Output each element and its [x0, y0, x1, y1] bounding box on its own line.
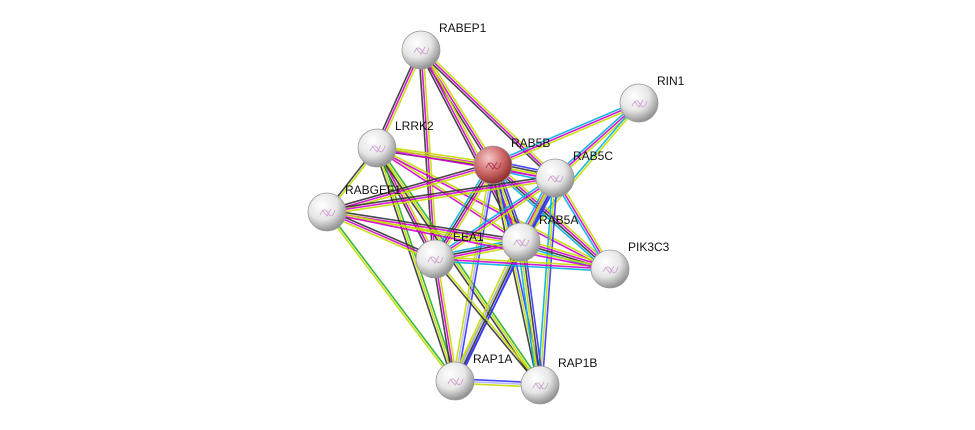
- protein-structure-icon: [631, 99, 648, 108]
- evidence-line-textmining: [493, 104, 641, 168]
- edge-rab5c-eea1[interactable]: [433, 175, 557, 262]
- edge-lrrk2-pik3c3[interactable]: [376, 146, 611, 271]
- evidence-line-coexpression: [432, 259, 454, 382]
- evidence-line-textmining: [376, 147, 456, 382]
- edge-eea1-pik3c3[interactable]: [434, 256, 611, 272]
- evidence-line-homology: [541, 178, 558, 386]
- evidence-line-experiments: [326, 177, 556, 213]
- node-label: RAB5C: [573, 149, 613, 163]
- evidence-line-database: [537, 177, 554, 385]
- node-label: RAP1B: [558, 356, 597, 370]
- evidence-line-experiments: [420, 49, 556, 179]
- evidence-line-database: [434, 260, 610, 272]
- node-label: RAB5A: [539, 213, 578, 227]
- protein-structure-icon: [369, 144, 386, 153]
- node-label: RIN1: [657, 74, 685, 88]
- edge-rab5b-rap1a[interactable]: [452, 164, 496, 382]
- evidence-line-cooccurrence: [454, 164, 494, 382]
- evidence-line-neighborhood: [378, 146, 543, 385]
- protein-structure-icon: [513, 238, 530, 247]
- evidence-line-experiments: [376, 148, 610, 271]
- evidence-line-textmining: [325, 212, 455, 383]
- node-lrrk2[interactable]: LRRK2: [357, 119, 434, 168]
- protein-structure-icon: [547, 174, 564, 183]
- evidence-line-coexpression: [327, 209, 437, 258]
- evidence-line-database: [519, 101, 639, 242]
- evidence-line-textmining: [436, 258, 458, 381]
- node-rin1[interactable]: RIN1: [619, 74, 685, 123]
- edge-rabgef1-pik3c3[interactable]: [326, 210, 611, 271]
- evidence-line-coexpression: [326, 175, 555, 211]
- evidence-line-textmining: [327, 210, 611, 269]
- node-rap1a[interactable]: RAP1A: [435, 352, 512, 401]
- node-rap1b[interactable]: RAP1B: [520, 356, 597, 405]
- evidence-line-database: [433, 175, 555, 258]
- edge-rin1-rab5b[interactable]: [491, 100, 641, 168]
- evidence-line-coexpression: [418, 51, 555, 181]
- protein-structure-icon: [447, 377, 464, 386]
- edge-rabgef1-rap1a[interactable]: [325, 210, 457, 383]
- evidence-line-textmining: [435, 257, 542, 385]
- evidence-line-textmining: [327, 179, 556, 215]
- node-label: EEA1: [453, 230, 484, 244]
- evidence-line-coexpression: [433, 259, 540, 387]
- evidence-line-experiments: [434, 177, 556, 260]
- edge-eea1-rap1b[interactable]: [433, 257, 542, 387]
- node-rab5c[interactable]: RAB5C: [535, 149, 613, 198]
- edge-rin1-rab5a[interactable]: [519, 101, 641, 244]
- protein-structure-icon: [532, 381, 549, 390]
- evidence-line-coexpression: [326, 162, 493, 211]
- node-rabep1[interactable]: RABEP1: [401, 21, 487, 70]
- node-label: LRRK2: [395, 119, 434, 133]
- evidence-line-experiments: [434, 258, 611, 270]
- edge-eea1-rabgef1[interactable]: [325, 209, 437, 262]
- node-pik3c3[interactable]: PIK3C3: [590, 240, 670, 289]
- node-label: RAP1A: [473, 352, 512, 366]
- evidence-line-homology: [523, 241, 545, 385]
- evidence-line-coexpression: [374, 148, 454, 382]
- protein-structure-icon: [485, 161, 502, 170]
- evidence-line-experiments: [434, 258, 456, 382]
- node-rab5a[interactable]: RAB5A: [501, 213, 578, 262]
- evidence-line-textmining: [422, 48, 496, 165]
- evidence-line-coexpression: [490, 165, 539, 386]
- evidence-line-coexpression: [491, 165, 610, 271]
- protein-structure-icon: [319, 208, 336, 217]
- evidence-line-experiments: [326, 211, 436, 260]
- evidence-line-textmining: [435, 179, 557, 262]
- evidence-line-coexpression: [327, 209, 522, 241]
- evidence-line-textmining: [539, 177, 556, 386]
- edge-rab5c-rabgef1[interactable]: [326, 175, 556, 215]
- evidence-line-textmining: [452, 164, 492, 381]
- evidence-line-experiments: [326, 164, 494, 213]
- protein-structure-icon: [602, 265, 619, 274]
- node-eea1[interactable]: EEA1: [415, 230, 484, 279]
- evidence-line-neighborhood: [327, 210, 457, 381]
- protein-structure-icon: [427, 255, 444, 264]
- node-rabgef1[interactable]: RABGEF1: [307, 183, 401, 232]
- evidence-line-textmining: [421, 47, 558, 177]
- evidence-line-coexpression: [374, 148, 434, 261]
- node-rab5b[interactable]: RAB5B: [473, 136, 550, 185]
- node-label: RAB5B: [511, 136, 550, 150]
- evidence-line-experiments: [326, 212, 610, 271]
- evidence-line-textmining: [377, 146, 611, 269]
- protein-structure-icon: [413, 46, 430, 55]
- node-label: RABEP1: [439, 21, 487, 35]
- evidence-line-homology: [457, 243, 525, 383]
- evidence-line-textmining: [325, 213, 435, 262]
- edge-eea1-rap1a[interactable]: [432, 258, 458, 382]
- edge-rabep1-rab5c[interactable]: [418, 47, 558, 181]
- evidence-line-homology: [456, 165, 496, 382]
- evidence-line-textmining: [521, 103, 641, 244]
- evidence-line-textmining: [435, 256, 611, 268]
- node-label: PIK3C3: [628, 240, 670, 254]
- evidence-line-database: [491, 100, 639, 164]
- evidence-line-textmining: [377, 145, 494, 164]
- evidence-line-experiments: [492, 102, 640, 166]
- edge-rab5c-rap1b[interactable]: [537, 177, 558, 386]
- node-label: RABGEF1: [345, 183, 401, 197]
- evidence-line-textmining: [494, 161, 613, 268]
